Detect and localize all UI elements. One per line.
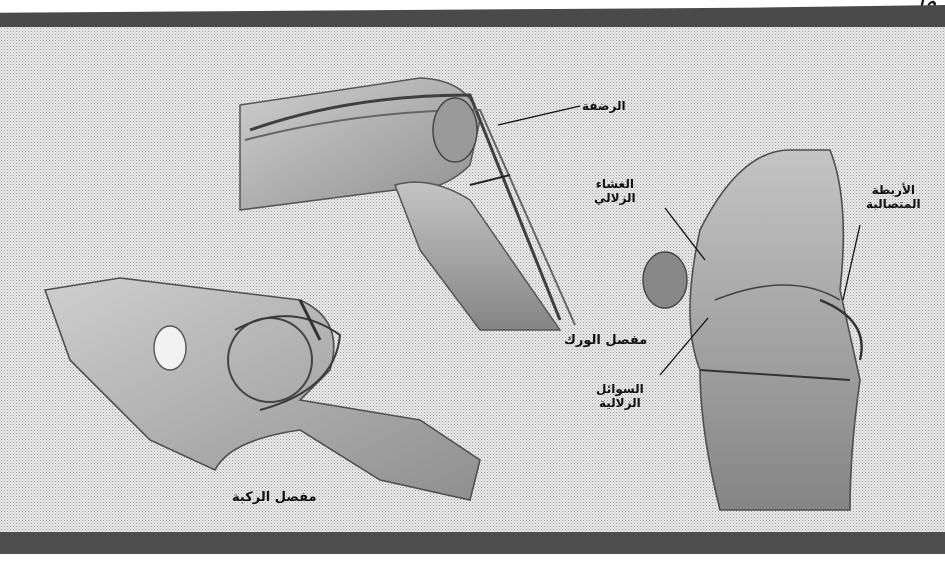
label-synovial-fluid: السوائل الزلالية xyxy=(596,383,644,411)
label-synovial-fluid-line-1: السوائل xyxy=(596,383,644,397)
knee-front-illustration xyxy=(643,150,862,510)
hip-joint-illustration xyxy=(45,278,480,500)
label-synovial-membrane: الغشاء الزلالي xyxy=(594,178,636,206)
label-synovial-fluid-line-2: الزلالية xyxy=(596,397,644,411)
bottom-band xyxy=(0,532,945,554)
flexed-knee-illustration xyxy=(240,78,580,330)
label-knee-joint: مفصل الركبة xyxy=(232,491,317,506)
label-synovial-membrane-line-2: الزلالي xyxy=(594,192,636,206)
label-hip-joint: مفصل الورك xyxy=(564,334,647,349)
label-synovial-membrane-line-1: الغشاء xyxy=(594,178,636,192)
label-ligament: الرضفة xyxy=(582,100,626,114)
label-cruciate-ligaments-line-2: المتصالبة xyxy=(866,198,921,212)
label-cruciate-ligaments-line-1: الأربطة xyxy=(866,184,921,198)
label-cruciate-ligaments: الأربطة المتصالبة xyxy=(866,184,921,212)
